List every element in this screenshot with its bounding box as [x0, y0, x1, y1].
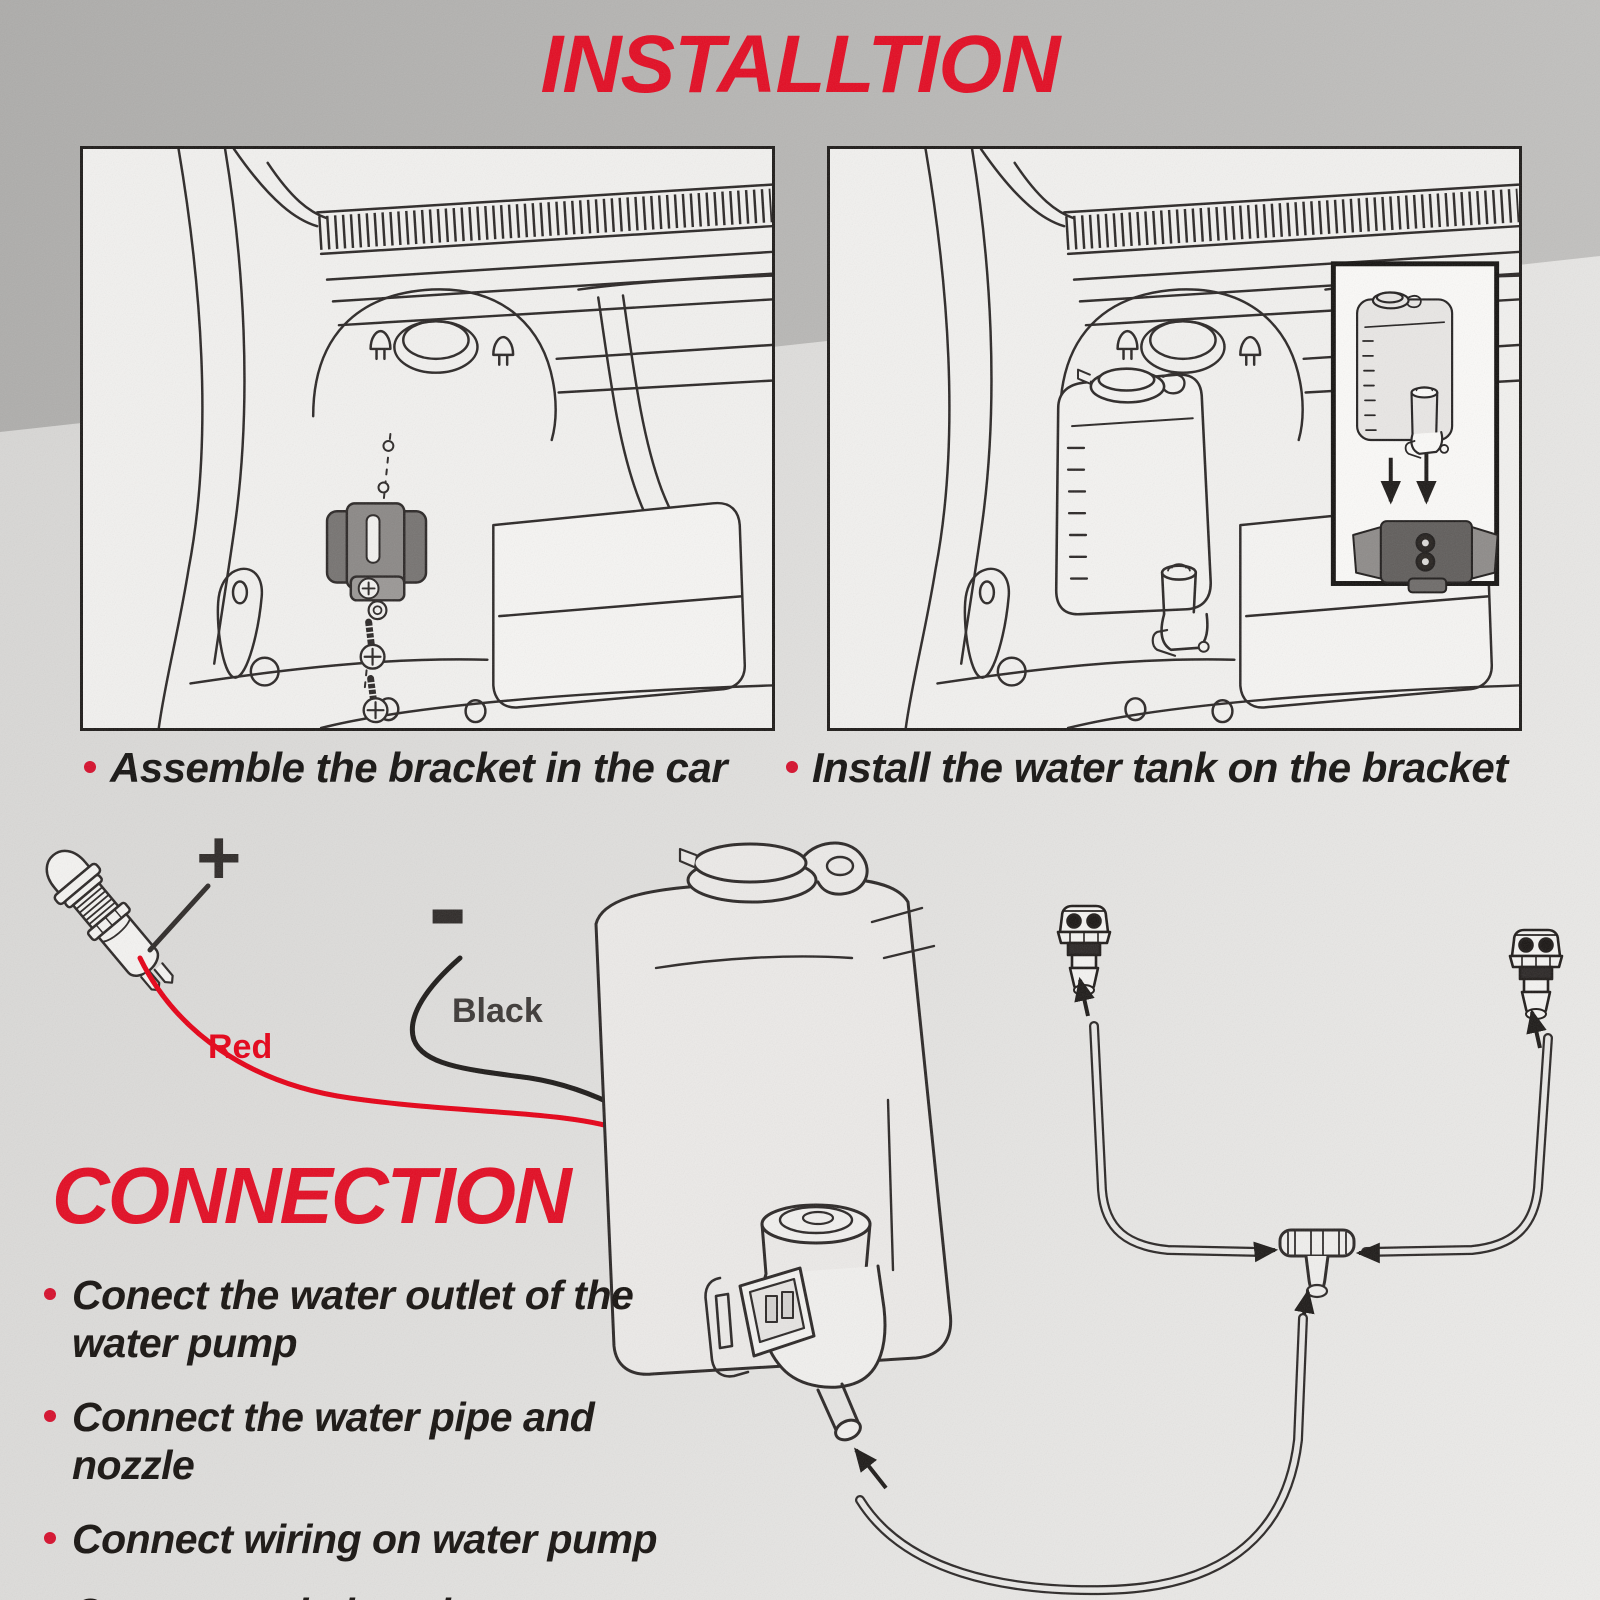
negative-symbol: -	[428, 841, 468, 973]
caption-step-2-text: Install the water tank on the bracket	[812, 744, 1508, 791]
black-wire-label: Black	[452, 992, 543, 1030]
bullet-dot-icon	[44, 1288, 56, 1300]
caption-step-1-text: Assemble the bracket in the car	[110, 744, 728, 791]
positive-symbol: +	[196, 813, 242, 901]
red-wire-label: Red	[208, 1028, 273, 1066]
list-item: Conect the water outlet of the water pum…	[44, 1272, 694, 1368]
water-hoses	[855, 1021, 1553, 1596]
connection-heading: CONNECTION	[52, 1151, 572, 1240]
hose-to-nozzle-arrows	[1074, 976, 1547, 1049]
bullet-dot-icon	[84, 761, 96, 773]
install-step-panel-bracket	[80, 146, 775, 731]
tank-bracket-inset	[1330, 261, 1500, 594]
page-title: INSTALLTION	[540, 19, 1061, 110]
engine-bay-tank-illustration	[830, 149, 1519, 728]
t-connector	[1278, 1228, 1356, 1299]
connection-bullet-list: Conect the water outlet of the water pum…	[44, 1272, 694, 1600]
caption-step-1: Assemble the bracket in the car	[84, 744, 728, 792]
installed-washer-tank	[1054, 367, 1212, 657]
engine-bay-bracket-illustration	[83, 149, 772, 728]
spray-nozzle-left	[1056, 904, 1112, 997]
bullet-dot-icon	[44, 1409, 56, 1422]
list-item: Connect the water pipe and nozzle	[44, 1394, 694, 1490]
list-item: Connect switch and power source	[44, 1590, 694, 1600]
bullet-dot-icon	[44, 1531, 56, 1544]
rocker-switch-illustration	[45, 849, 174, 992]
list-item: Connect wiring on water pump	[44, 1516, 694, 1564]
outlet-arrow	[854, 1447, 888, 1490]
bracket-with-screws	[325, 433, 428, 724]
install-step-panel-tank	[827, 146, 1522, 731]
caption-step-2: Install the water tank on the bracket	[786, 744, 1508, 792]
spray-nozzle-right	[1508, 928, 1564, 1021]
bullet-dot-icon	[786, 761, 798, 773]
